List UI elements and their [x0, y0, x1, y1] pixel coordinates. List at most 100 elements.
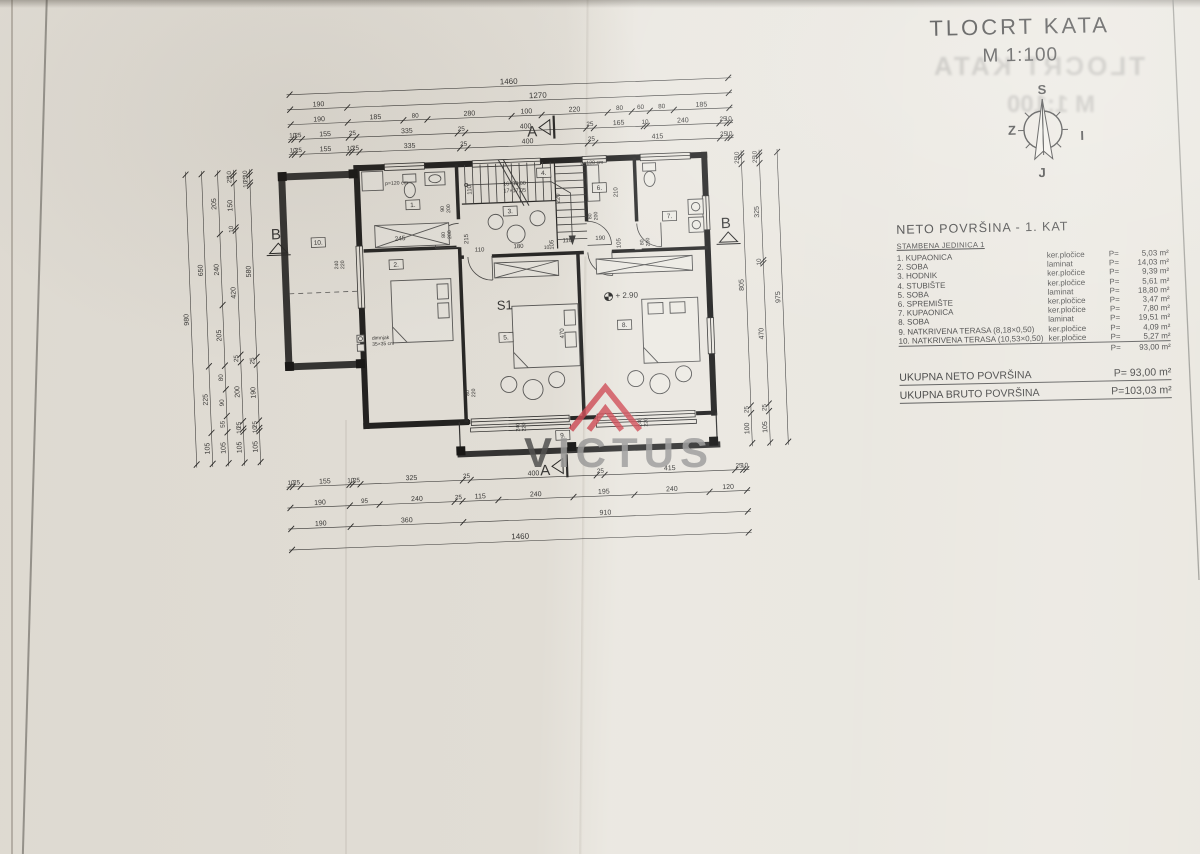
total-value: P= 93,00 m²	[1113, 366, 1172, 380]
sheet-edge-line	[1172, 0, 1200, 581]
wardrobe-room5	[493, 260, 560, 279]
dim-label: 25	[463, 473, 471, 480]
plan-dim-label: 80	[587, 213, 593, 219]
dim-label: 25	[226, 176, 233, 184]
dim-label: 25	[295, 147, 303, 154]
dim-label: 150	[227, 200, 234, 212]
dim-label: 10	[725, 131, 733, 138]
parapet-note-1: p=120 cm	[385, 180, 408, 187]
dim-label: 185	[695, 101, 707, 108]
plan-dim-label: 220	[521, 422, 527, 431]
room-number-label: 5.	[503, 334, 509, 341]
dim-label: 10	[242, 170, 249, 178]
plan-dim-label: 80	[441, 232, 447, 238]
plan-dim-label: 190	[595, 236, 606, 242]
dim-label: 400	[520, 123, 532, 130]
room-number-3: 3.	[502, 205, 518, 217]
section-marker-b-left: B	[266, 226, 291, 257]
area-c-p: P=	[1109, 304, 1121, 314]
roof-dashed-line	[289, 290, 360, 295]
left-chain-1: 980	[182, 171, 200, 468]
plan-dim-label: 105	[549, 239, 555, 250]
terrace-posts	[277, 169, 366, 372]
sink-room1	[424, 171, 446, 187]
dim-label: 10	[347, 477, 355, 484]
dim-label: 420	[230, 287, 237, 299]
dim-label: 25	[597, 468, 605, 475]
svg-text:A: A	[540, 462, 551, 479]
window-top-4	[639, 151, 691, 162]
dim-label: 80	[616, 105, 624, 112]
dim-label: 25	[588, 136, 596, 143]
dim-label: 80	[412, 113, 420, 120]
area-c-mat: ker.pločice	[1048, 332, 1087, 343]
room-number-9: 9.	[555, 429, 571, 441]
dim-label: 1270	[529, 91, 548, 101]
furniture	[356, 162, 705, 401]
area-c-val: 5,27 m²	[1143, 330, 1171, 341]
room-number-7: 7.	[661, 210, 678, 222]
dim-label: 10	[752, 150, 759, 158]
room-number-8: 8.	[617, 319, 633, 331]
section-marker-b-right: B	[716, 215, 741, 245]
area-c-p: P=	[1109, 295, 1120, 305]
terrace-door-left	[355, 245, 366, 309]
plan-dim-label: 245	[394, 235, 406, 243]
dim-label: 25	[719, 116, 727, 123]
area-c-p: P=	[1110, 313, 1121, 323]
dim-label: 10	[228, 225, 235, 233]
compass-west-label: Z	[1008, 123, 1016, 138]
room-number-10: 10.	[310, 237, 326, 248]
area-c-p: P=	[1109, 267, 1120, 277]
chimney	[356, 334, 365, 352]
dim-label: 240	[677, 117, 689, 124]
dim-label: 205	[216, 329, 223, 341]
dim-label: 190	[250, 387, 257, 399]
room-number-1: 1.	[405, 199, 421, 211]
dim-label: 225	[202, 394, 209, 406]
room-number-label: 8.	[622, 322, 628, 329]
right-chain-3: 975	[773, 148, 792, 446]
dim-label: 105	[204, 442, 211, 454]
dim-label: 10	[236, 426, 243, 434]
dim-label: 10	[725, 116, 733, 123]
dim-label: 325	[406, 475, 418, 482]
paper-top-shadow	[0, 0, 1200, 8]
room-number-label: 1.	[410, 202, 416, 209]
compass-rose: S Z I J	[1008, 82, 1084, 180]
room-number-label: 4.	[541, 170, 547, 177]
sinks-room7	[687, 198, 705, 233]
plan-dim-label: 110	[467, 184, 473, 194]
dim-label: 115	[475, 493, 487, 500]
dim-label: 25	[242, 175, 249, 183]
area-table: NETO POVRŠINA - 1. KAT STAMBENA JEDINICA…	[896, 217, 1172, 408]
area-c-p: P=	[1108, 249, 1119, 259]
parapet-note-2: p=120 cm	[580, 160, 603, 167]
dim-label: 25	[586, 121, 594, 128]
dim-label: 100	[520, 108, 532, 115]
plan-dim-label: 220	[643, 418, 649, 427]
section-marker-a-top: A	[527, 115, 556, 141]
dim-label: 10	[226, 170, 233, 178]
table-set-hall	[487, 210, 546, 244]
dim-label: 165	[613, 120, 625, 127]
dim-label: 120	[722, 484, 734, 491]
dim-label: 155	[320, 146, 332, 153]
plan-dim-label: 220	[340, 260, 346, 269]
bed-room5	[511, 303, 581, 369]
dim-label: 10	[242, 180, 249, 188]
dim-label: 25	[752, 155, 759, 163]
terrace-9	[456, 412, 721, 458]
table-set-terrace5	[500, 371, 566, 401]
dim-label: 25	[734, 156, 741, 164]
dim-label: 25	[353, 477, 361, 484]
dim-label: 190	[314, 499, 326, 506]
appliance-room1	[361, 170, 384, 192]
